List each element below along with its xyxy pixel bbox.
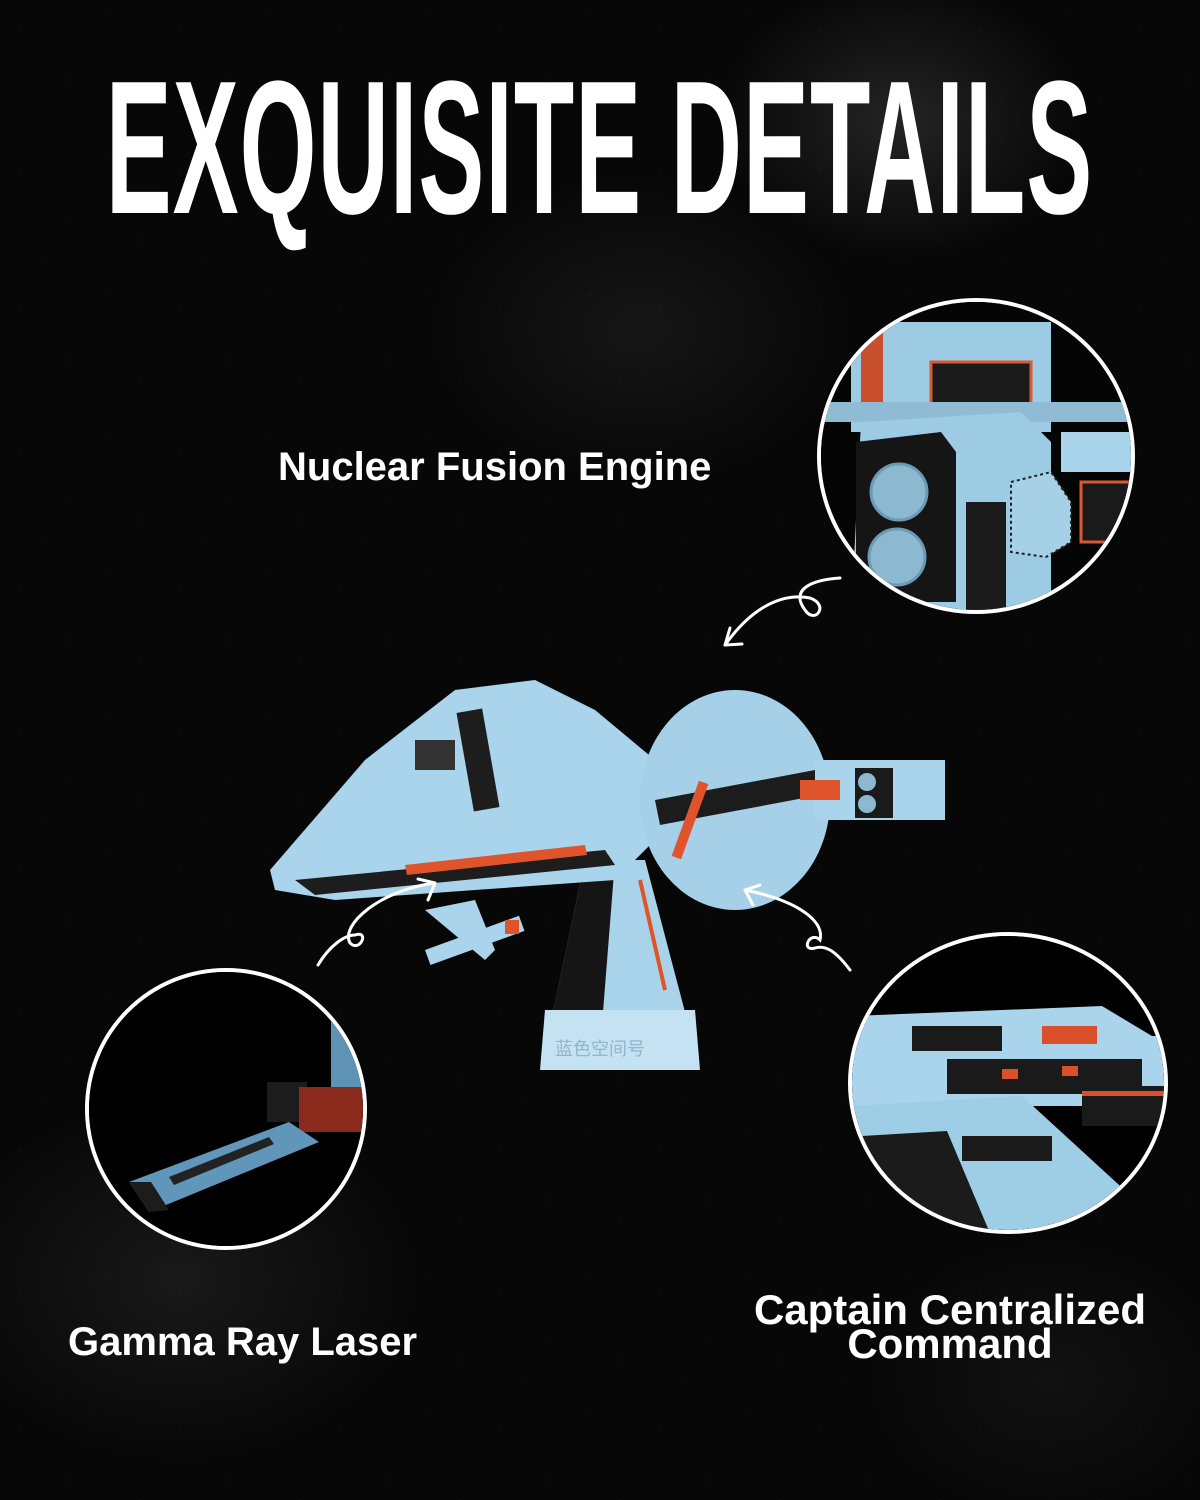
headline: EXQUISITE DETAILS bbox=[106, 42, 1094, 254]
command-closeup-image bbox=[852, 936, 1164, 1230]
page-title: EXQUISITE DETAILS bbox=[30, 48, 1170, 248]
detail-circle-laser bbox=[85, 968, 367, 1250]
curly-arrow-engine-icon bbox=[723, 576, 842, 647]
label-nuclear-fusion-engine: Nuclear Fusion Engine bbox=[278, 445, 712, 489]
curly-arrow-command-icon bbox=[743, 883, 852, 972]
label-gamma-ray-laser: Gamma Ray Laser bbox=[68, 1320, 418, 1364]
curly-arrow-laser-icon bbox=[316, 877, 437, 967]
engine-closeup-image bbox=[821, 302, 1131, 610]
detail-circle-command bbox=[848, 932, 1168, 1234]
laser-closeup-image bbox=[89, 972, 363, 1246]
label-line-2: Command bbox=[847, 1320, 1053, 1367]
detail-circle-engine bbox=[817, 298, 1135, 614]
stand-inscription: 蓝色空间号 bbox=[555, 1039, 645, 1060]
spaceship-model-image: 蓝色空间号 bbox=[270, 680, 945, 1070]
label-captain-centralized-command: Captain Centralized Command bbox=[735, 1286, 1165, 1367]
label-line-1: Captain Centralized bbox=[753, 1286, 1147, 1333]
